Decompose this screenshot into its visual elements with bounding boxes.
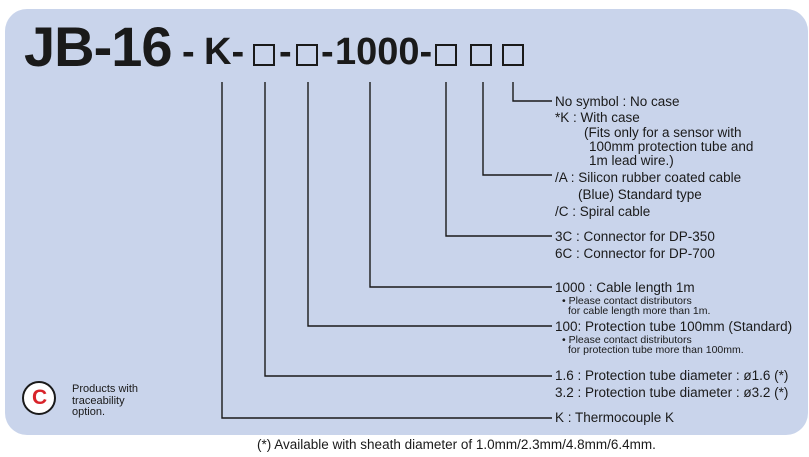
model-prefix: JB-16 <box>24 15 173 78</box>
code-dash-2: - <box>279 31 292 73</box>
code-k: K- <box>204 31 245 73</box>
tube-option: 100: Protection tube 100mm (Standard) <box>555 319 793 334</box>
cable-option-a: /A : Silicon rubber coated cable <box>555 170 742 185</box>
traceability-icon-letter: C <box>32 386 48 409</box>
traceability-line-1: Products with <box>72 383 139 395</box>
case-option-none: No symbol : No case <box>555 94 680 109</box>
case-option-k: *K : With case <box>555 110 640 125</box>
leader-line-cable <box>482 82 552 176</box>
code-dash-1: - <box>182 31 195 73</box>
leader-line-diameter <box>264 82 552 377</box>
diameter-option-32: 3.2 : Protection tube diameter : ø3.2 (*… <box>555 385 789 400</box>
leader-line-case <box>512 82 552 102</box>
case-note-1: (Fits only for a sensor with <box>584 125 742 140</box>
length-note-2: for cable length more than 1m. <box>568 305 711 317</box>
traceability-icon: C <box>22 381 56 415</box>
leader-line-connector <box>445 82 552 237</box>
cable-option-a-note: (Blue) Standard type <box>578 187 702 202</box>
cable-option-c: /C : Spiral cable <box>555 204 651 219</box>
code-box-case <box>502 44 524 66</box>
tube-note-2: for protection tube more than 100mm. <box>568 344 744 356</box>
leader-line-thermocouple <box>221 82 552 419</box>
traceability-line-3: option. <box>72 406 106 418</box>
code-box-connector <box>435 44 457 66</box>
traceability-line-2: traceability <box>72 394 125 407</box>
code-box-cable <box>470 44 492 66</box>
connector-option-6c: 6C : Connector for DP-700 <box>555 246 715 261</box>
thermocouple-option: K : Thermocouple K <box>555 410 675 425</box>
length-option: 1000 : Cable length 1m <box>555 280 695 295</box>
diagram-panel <box>5 9 808 435</box>
code-box-diameter <box>253 44 275 66</box>
leader-line-tube <box>307 82 552 327</box>
diameter-option-16: 1.6 : Protection tube diameter : ø1.6 (*… <box>555 368 789 383</box>
code-dash-3: - <box>321 31 334 73</box>
connector-option-3c: 3C : Connector for DP-350 <box>555 229 715 244</box>
case-note-2: 100mm protection tube and <box>589 139 754 154</box>
tube-note-1: • Please contact distributors <box>562 334 692 346</box>
code-1000: 1000- <box>335 31 433 73</box>
traceability-legend: Products with traceability option. <box>72 383 139 419</box>
footnote: (*) Available with sheath diameter of 1.… <box>257 437 656 452</box>
case-note-3: 1m lead wire.) <box>589 153 674 168</box>
leader-line-length <box>369 82 552 288</box>
length-note-1: • Please contact distributors <box>562 295 692 307</box>
code-box-tube <box>296 44 318 66</box>
